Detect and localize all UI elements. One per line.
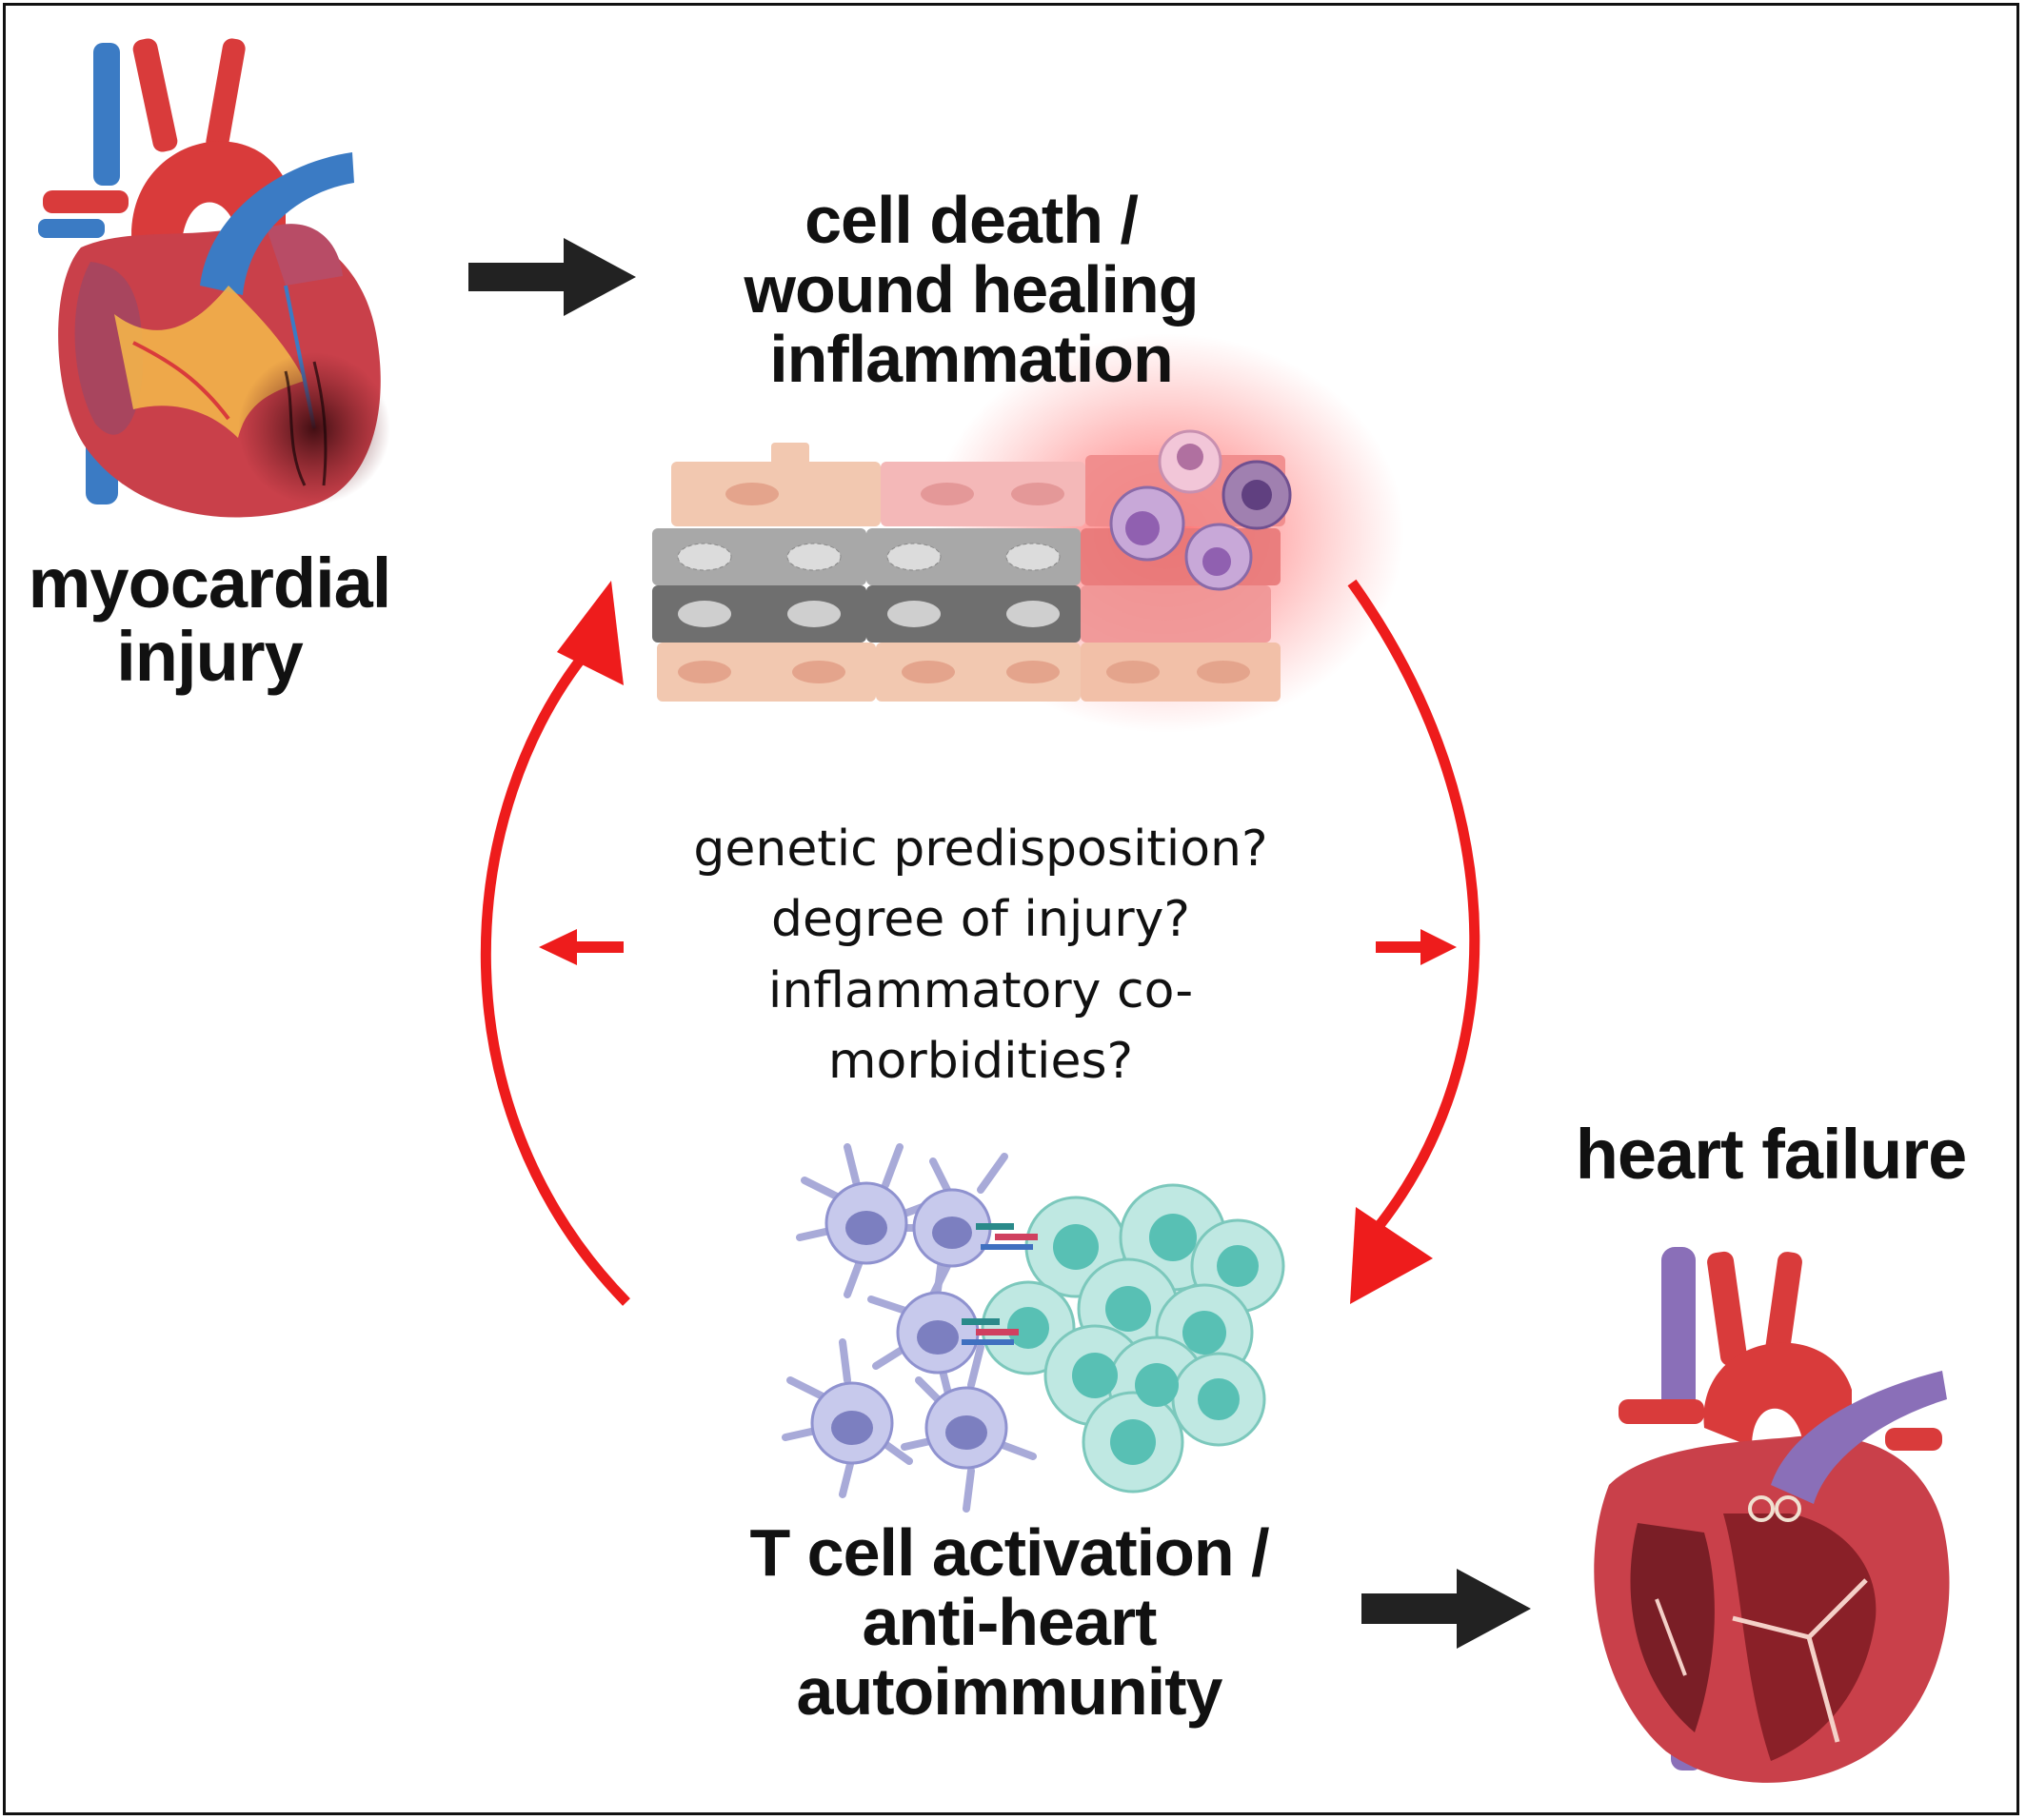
small-arrow-left	[539, 929, 624, 965]
cycle-arrow-left	[480, 581, 630, 1306]
figure-border	[3, 3, 2019, 1815]
myocardium-tissue-icon	[652, 333, 1404, 733]
myocardial-injury-line-1: myocardial	[28, 544, 392, 623]
flow-arrow-bottom	[1361, 1569, 1531, 1649]
cell-death-line-1: cell death /	[804, 183, 1139, 257]
question-genetic: genetic predisposition?	[693, 821, 1268, 878]
question-degree: degree of injury?	[771, 891, 1190, 949]
immune-synapse-icon	[782, 1143, 1285, 1513]
cell-death-line-2: wound healing	[744, 251, 1200, 326]
injured-heart-icon	[38, 38, 390, 518]
question-inflammatory: inflammatory co-	[767, 961, 1194, 1019]
failing-heart-icon	[1594, 1247, 1950, 1783]
myocardial-injury-label: myocardial injury	[0, 544, 419, 696]
myocardial-injury-line-2: injury	[116, 616, 303, 696]
cell-death-label: cell death / wound healing inflammation	[705, 186, 1238, 393]
t-cell-line-2: anti-heart	[862, 1584, 1158, 1659]
cycle-arrow-right	[1347, 579, 1480, 1304]
cell-death-line-3: inflammation	[769, 321, 1174, 396]
question-morbidities: morbidities?	[827, 1033, 1134, 1091]
t-cell-line-3: autoimmunity	[796, 1653, 1223, 1729]
flow-arrow-top	[468, 238, 636, 316]
small-arrow-right	[1376, 929, 1457, 965]
t-cell-activation-label: T cell activation / anti-heart autoimmun…	[666, 1518, 1352, 1726]
t-cell-line-1: T cell activation /	[749, 1515, 1269, 1590]
heart-failure-label: heart failure	[1575, 1115, 1968, 1194]
open-questions: genetic predisposition? degree of injury…	[657, 814, 1304, 1097]
